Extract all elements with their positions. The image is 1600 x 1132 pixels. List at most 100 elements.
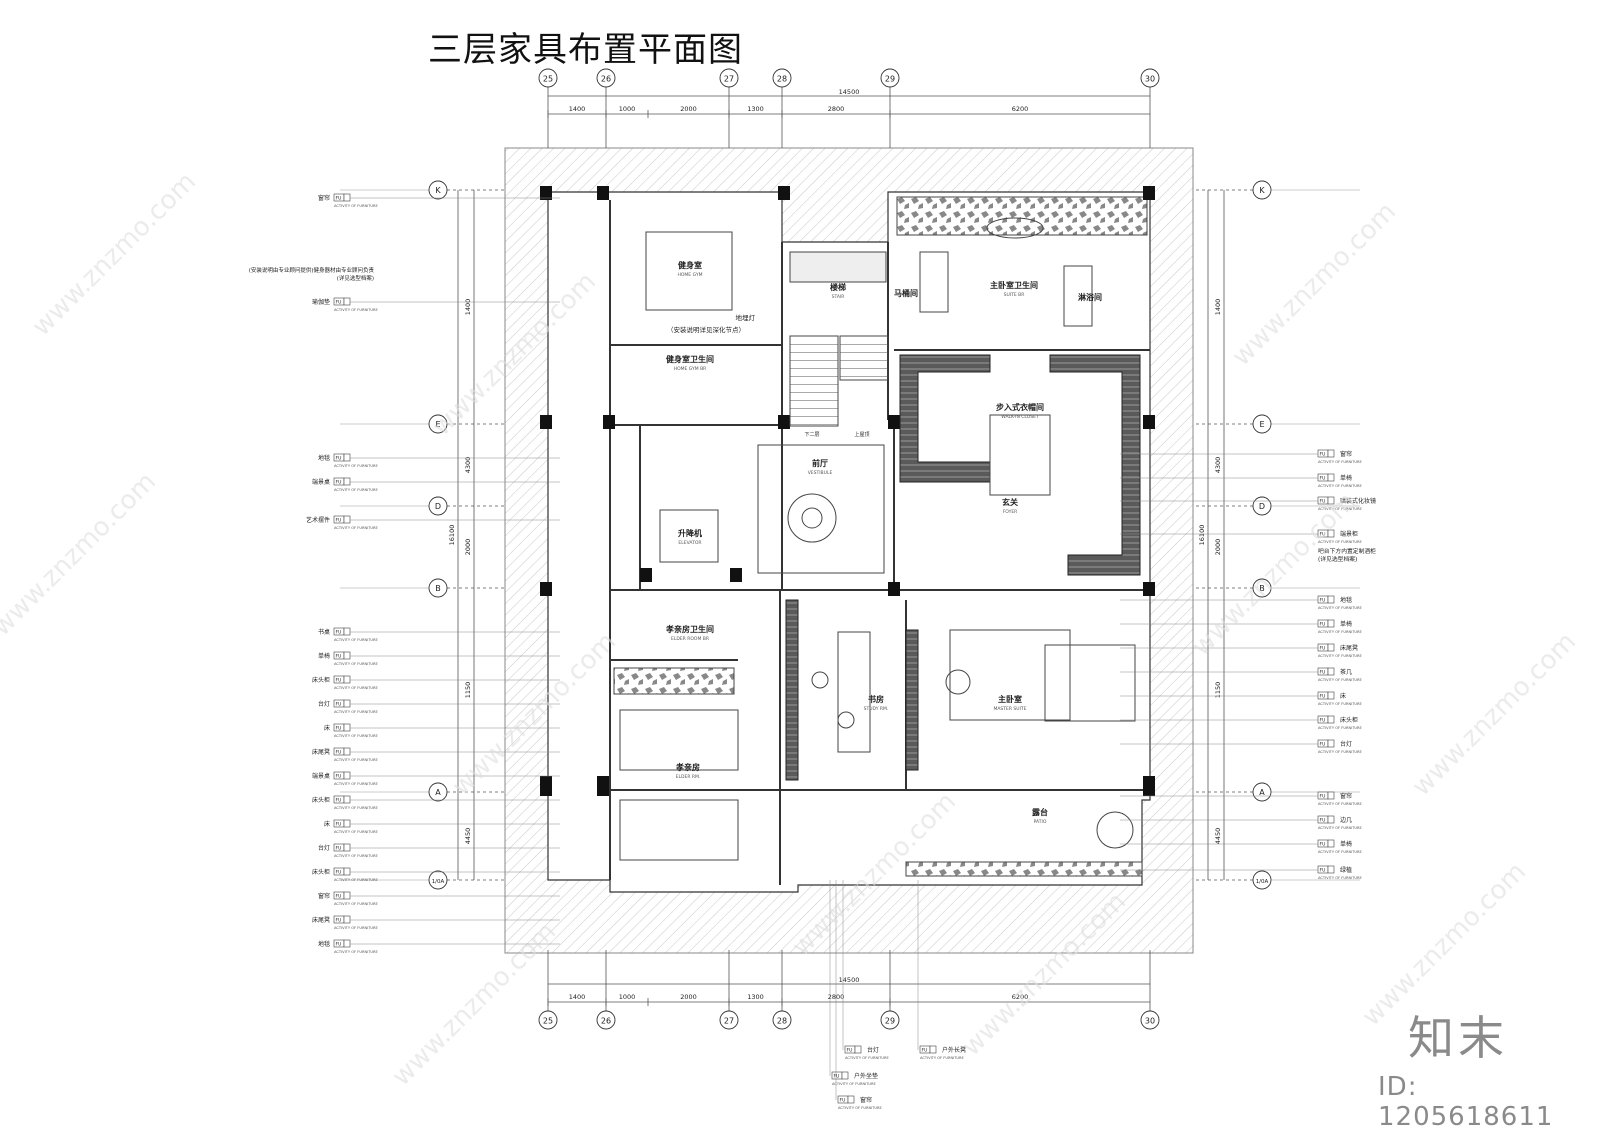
callout-tag-box: [847, 1095, 855, 1104]
dim-total-v: 16100: [448, 525, 456, 546]
callout-tag: FU: [336, 798, 342, 804]
watermark-text: www.znzmo.com: [1357, 857, 1532, 1032]
axis-label: D: [435, 502, 441, 511]
dim-value-v: 1400: [464, 299, 472, 316]
room-label: 淋浴间: [1078, 292, 1102, 302]
room-label-en: WALK-IN CLOSET: [1001, 414, 1039, 420]
axis-label: E: [1259, 420, 1264, 429]
callout-tag-box: [1327, 473, 1335, 482]
callout-sub: ACTIVITY OF FURNITURE: [334, 902, 379, 906]
callout-label: 床头柜: [312, 868, 330, 876]
axis-bubble: [719, 68, 739, 88]
callout-tag: FU: [1320, 670, 1326, 676]
callout-label: 边几: [1340, 816, 1352, 824]
callout-label: 艺术摆件: [306, 516, 330, 524]
dim-value-h: 6200: [1012, 105, 1029, 113]
elder-wardrobe: [613, 667, 735, 695]
watermark-text: www.znzmo.com: [1227, 197, 1402, 372]
callout-tag-box: [343, 193, 351, 202]
callout-sub: ACTIVITY OF FURNITURE: [920, 1056, 965, 1060]
callout-tag: FU: [922, 1048, 928, 1054]
callout-sub: ACTIVITY OF FURNITURE: [1318, 606, 1363, 610]
callout-label: 台灯: [318, 844, 330, 852]
callout-sub: ACTIVITY OF FURNITURE: [334, 758, 379, 762]
callout-sub: ACTIVITY OF FURNITURE: [334, 204, 379, 208]
callout-sub: ACTIVITY OF FURNITURE: [334, 878, 379, 882]
callout-sub: ACTIVITY OF FURNITURE: [334, 464, 379, 468]
axis-label: D: [1259, 502, 1265, 511]
callout-label: 窗帘: [318, 194, 330, 202]
room-label-en: PATIO: [1034, 819, 1047, 825]
dim-value-v: 1150: [464, 682, 472, 699]
callout-label: 窗帘: [1340, 792, 1352, 800]
dim-value-v: 2000: [1214, 539, 1222, 556]
axis-bubble: [772, 1010, 792, 1030]
dim-value-v: 4300: [464, 457, 472, 474]
axis-bubble: [772, 68, 792, 88]
dim-value-h: 1300: [747, 105, 764, 113]
room-label-en: STUDY RM.: [864, 706, 889, 712]
callout-tag-box: [343, 771, 351, 780]
callout-tag: FU: [336, 918, 342, 924]
room-label: 露台: [1032, 807, 1048, 817]
callout-sub: ACTIVITY OF FURNITURE: [1318, 630, 1363, 634]
axis-label: 29: [885, 1017, 895, 1026]
axis-label: 30: [1145, 75, 1155, 84]
callout-sub: ACTIVITY OF FURNITURE: [334, 830, 379, 834]
callout-label: 台灯: [867, 1046, 879, 1054]
dim-value-h: 6200: [1012, 993, 1029, 1001]
callout-tag: FU: [336, 456, 342, 462]
room-label: 孝亲房卫生间: [665, 624, 714, 634]
callout-label: 暗装式化妆镜: [1340, 497, 1376, 505]
callout-tag-box: [343, 747, 351, 756]
callout-sub: ACTIVITY OF FURNITURE: [334, 734, 379, 738]
callout-tag: FU: [1320, 742, 1326, 748]
callout-sub: ACTIVITY OF FURNITURE: [334, 686, 379, 690]
master-divider-shelf: [905, 629, 919, 771]
callout-tag-box: [343, 297, 351, 306]
watermark-text: www.znzmo.com: [1187, 487, 1362, 662]
axis-bubble: [1140, 68, 1160, 88]
room-label: 玄关: [1002, 497, 1018, 507]
dim-value-h: 1400: [569, 993, 586, 1001]
callout-label: 绿植: [1340, 866, 1352, 874]
axis-label: 30: [1145, 1017, 1155, 1026]
callout-tag: FU: [1320, 868, 1326, 874]
callout-sub: ACTIVITY OF FURNITURE: [334, 950, 379, 954]
dim-value-h: 2800: [828, 105, 845, 113]
axis-bubble: [428, 870, 448, 890]
callout-tag-box: [343, 795, 351, 804]
callout-tag: FU: [1320, 646, 1326, 652]
callout-tag: FU: [336, 654, 342, 660]
callout-tag-box: [343, 819, 351, 828]
callout-label: 窗帘: [1340, 450, 1352, 458]
axis-label: 1/0A: [432, 879, 445, 885]
callout-tag-box: [343, 891, 351, 900]
axis-bubble: [428, 496, 448, 516]
axis-bubble: [596, 1010, 616, 1030]
callout-label: 床: [324, 724, 330, 732]
callout-tag: FU: [1320, 694, 1326, 700]
callout-tag-box: [1327, 739, 1335, 748]
callout-sub: ACTIVITY OF FURNITURE: [1318, 678, 1363, 682]
stair-note: 上屋顶: [854, 431, 869, 438]
dim-value-h: 1300: [747, 993, 764, 1001]
callout-tag-box: [343, 675, 351, 684]
callout-note: 吧台下方内置定制酒柜: [1318, 547, 1376, 555]
axis-label: 28: [777, 1017, 787, 1026]
room-label-en: HOME GYM: [678, 272, 703, 278]
axis-label: K: [435, 186, 441, 195]
axis-label: 27: [724, 1017, 734, 1026]
room-label-en: ELEVATOR: [678, 540, 701, 546]
